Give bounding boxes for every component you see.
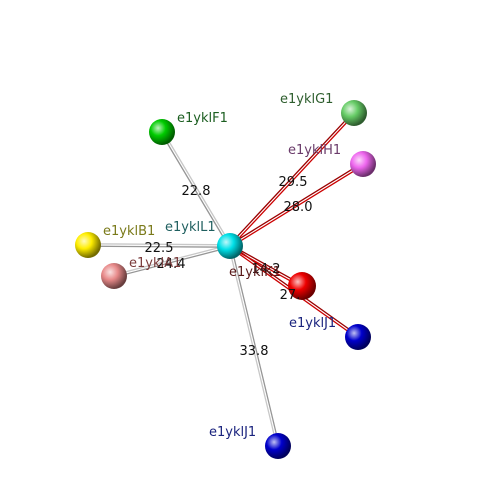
node-label: e1yklG1: [280, 92, 333, 107]
edge-e1yklG1: [228, 111, 356, 248]
edge-line: [87, 245, 230, 248]
node-sphere-e1yklF1[interactable]: [149, 119, 175, 145]
node-label: e1yklJ1: [209, 425, 256, 440]
edge-distance-label: 33.8: [240, 344, 269, 359]
edge-e1yklJ1a: [228, 245, 280, 447]
node-sphere-e1yklK1[interactable]: [288, 272, 316, 300]
edges-layer: [87, 111, 364, 447]
edge-distance-label: 14.2: [252, 262, 281, 277]
node-sphere-e1yklJ1a[interactable]: [265, 433, 291, 459]
edge-e1yklH1: [229, 162, 364, 248]
node-sphere-e1yklB1[interactable]: [75, 232, 101, 258]
edge-distance-label: 28.0: [284, 200, 313, 215]
node-sphere-e1yklJ1b[interactable]: [345, 324, 371, 350]
node-sphere-e1yklL1[interactable]: [217, 233, 243, 259]
edge-line: [230, 113, 356, 248]
edge-distance-label: 24.4: [157, 257, 186, 272]
node-label: e1yklK1: [229, 265, 281, 280]
edge-e1yklF1: [160, 131, 232, 247]
node-sphere-e1yklG1[interactable]: [341, 100, 367, 126]
node-label: e1yklJ1: [289, 316, 336, 331]
node-label: e1yklH1: [288, 143, 341, 158]
edge-line: [160, 132, 230, 247]
node-label: e1yklA1: [129, 256, 181, 271]
edge-distance-label: 27.: [280, 288, 301, 303]
edge-line: [88, 243, 231, 246]
node-label: e1yklB1: [103, 224, 155, 239]
edge-line: [114, 246, 231, 278]
labels-layer: 33.8 24.422.5 22.8 29.5 28.0 27. 14.2 e1yklJ1 e1…: [103, 92, 341, 440]
edge-distance-label: 22.5: [145, 241, 174, 256]
edge-e1yklA1: [113, 244, 231, 278]
edge-distance-label: 22.8: [182, 184, 211, 199]
edge-line: [229, 162, 363, 246]
node-sphere-e1yklH1[interactable]: [350, 151, 376, 177]
edge-line: [230, 245, 280, 446]
nodes-layer: [75, 100, 376, 459]
edge-distance-label: 29.5: [279, 175, 308, 190]
edge-line: [230, 164, 364, 248]
edge-e1yklB1: [87, 243, 231, 248]
node-sphere-e1yklA1[interactable]: [101, 263, 127, 289]
edge-line: [113, 244, 230, 276]
edge-line: [228, 246, 278, 447]
node-label: e1yklL1: [165, 220, 216, 235]
edge-line: [162, 131, 232, 246]
edge-line: [228, 111, 354, 246]
node-label: e1yklF1: [177, 111, 228, 126]
